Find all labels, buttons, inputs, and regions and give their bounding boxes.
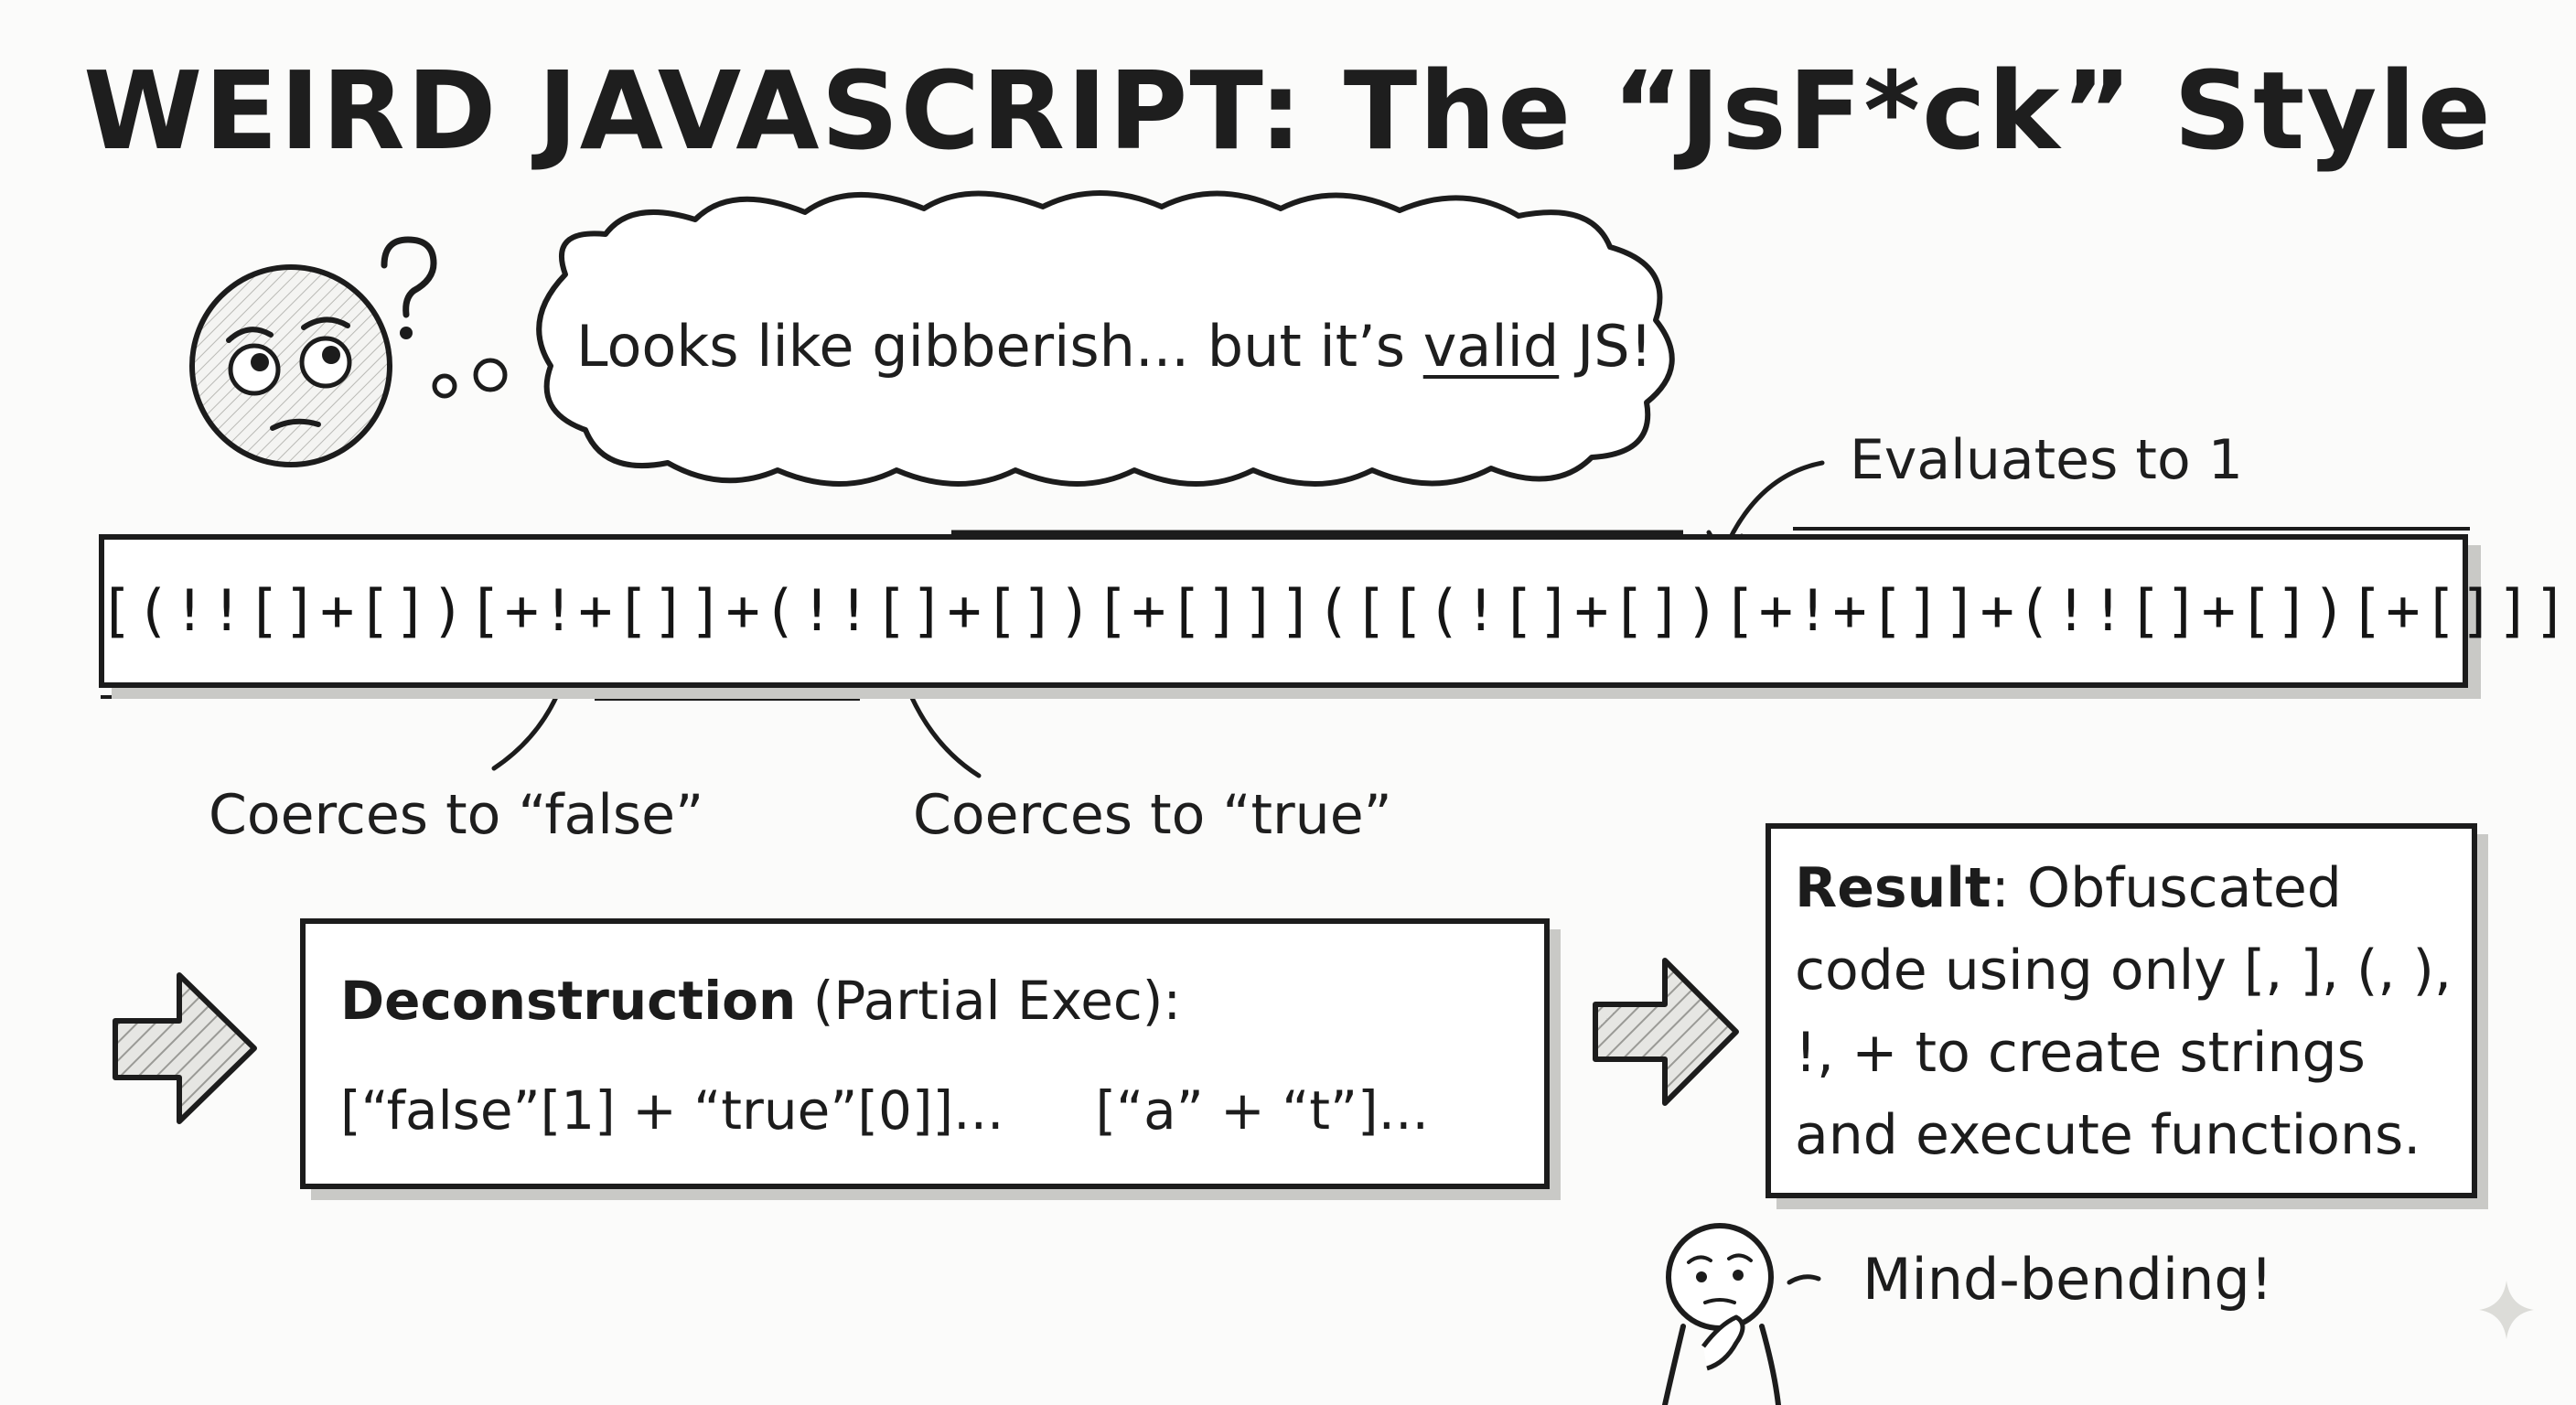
bubble-text-start: Looks like gibberish... but it’s <box>576 313 1423 380</box>
block-arrow-icon <box>1593 958 1739 1106</box>
jsfuck-code: [(!![]+[])[+!+[]]+(!![]+[])[+[]]]([[(![]… <box>99 577 2576 644</box>
deconstruction-box <box>300 918 1550 1189</box>
annotation-false: Coerces to “false” <box>209 783 704 847</box>
reaction-text: Mind-bending! <box>1862 1246 2273 1313</box>
annotation-true: Coerces to “true” <box>913 783 1392 847</box>
deconstruction-sublabel: (Partial Exec): <box>796 970 1181 1032</box>
page-title: WEIRD JAVASCRIPT: The “JsF*ck” Style <box>83 48 2493 174</box>
thought-bubble <box>536 190 1675 487</box>
deconstruction-expression: [“false”[1] + “true”[0]]... [“a” + “t”]..… <box>340 1079 1429 1142</box>
code-box <box>99 534 2468 688</box>
thought-dot-large <box>473 358 508 392</box>
annotation-evaluates: Evaluates to 1 <box>1850 428 2243 492</box>
deconstruction-right-expr: [“a” + “t”]... <box>1095 1079 1429 1142</box>
bubble-text-end: JS! <box>1559 313 1653 380</box>
thought-bubble-text: Looks like gibberish... but it’s valid J… <box>576 313 1652 380</box>
block-arrow-icon <box>113 972 257 1124</box>
result-description: : Obfuscated code using only [, ], (, ),… <box>1795 856 2453 1167</box>
deconstruction-label: Deconstruction <box>340 970 797 1032</box>
confused-face-icon <box>189 264 392 467</box>
deconstruction-heading: Deconstruction (Partial Exec): <box>340 970 1181 1032</box>
bubble-text-underlined: valid <box>1422 313 1560 380</box>
sparkle-icon <box>2479 1281 2534 1339</box>
thinking-person-icon <box>1662 1223 1821 1405</box>
result-text: Result: Obfuscated code using only [, ],… <box>1795 847 2463 1176</box>
question-mark-icon <box>381 236 437 339</box>
result-label: Result <box>1795 856 1991 920</box>
deconstruction-left-expr: [“false”[1] + “true”[0]]... <box>340 1079 1004 1142</box>
result-box <box>1766 823 2477 1198</box>
thought-dot-small <box>432 373 457 399</box>
